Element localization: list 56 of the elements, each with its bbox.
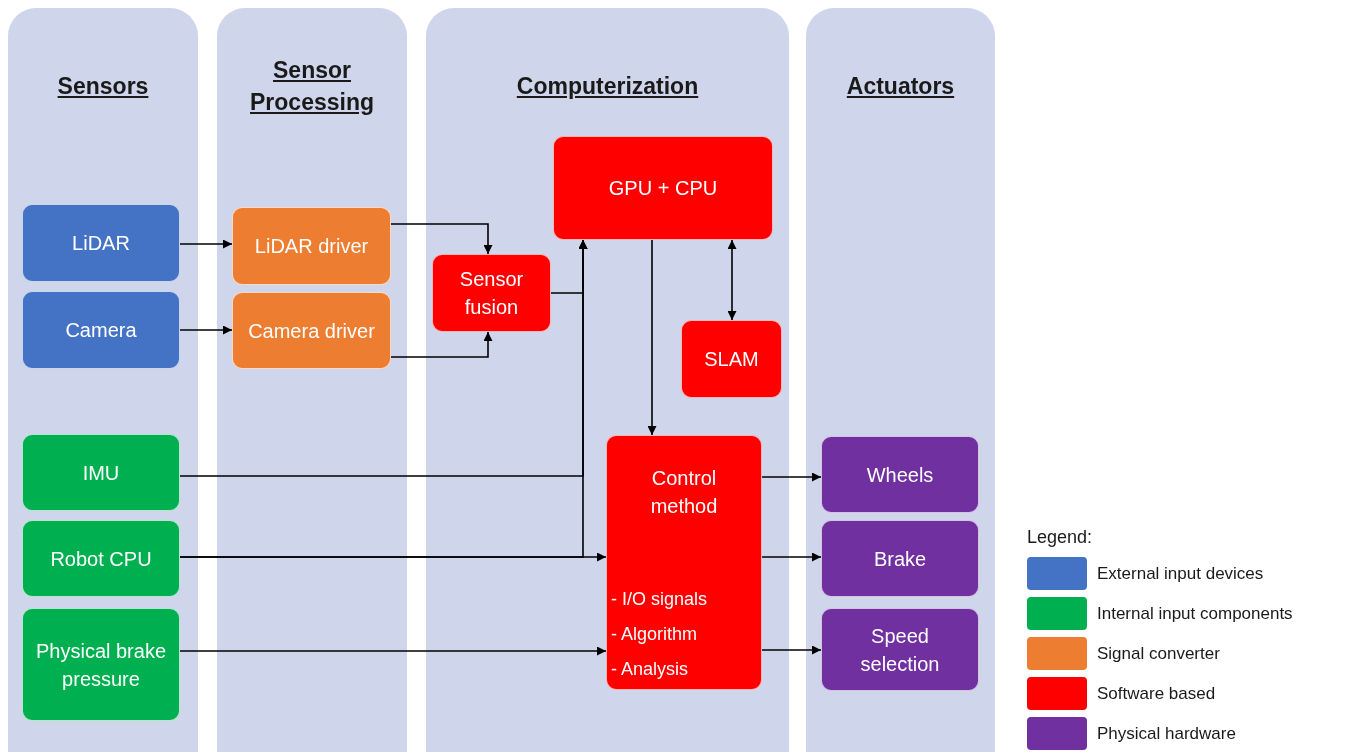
box-label: SLAM [704, 347, 759, 372]
list-item: - Algorithm [611, 623, 699, 646]
arrow [761, 552, 822, 562]
arrow [390, 223, 493, 255]
column-band [8, 8, 198, 752]
box-label: Sensor fusion [458, 267, 525, 320]
column-heading: Sensor Processing [249, 56, 375, 117]
legend-title: Legend: [1027, 526, 1093, 549]
box-label: Wheels [866, 462, 934, 488]
box-label: Brake [873, 546, 927, 572]
process-box [22, 608, 180, 721]
process-box [22, 204, 180, 282]
box-label: GPU + CPU [608, 176, 718, 201]
list-item: - I/O signals [611, 588, 709, 611]
process-box [553, 136, 773, 240]
box-label: Speed selection [859, 623, 941, 677]
box-label: Physical brake pressure [35, 638, 167, 692]
arrow [179, 239, 233, 249]
box-label: Camera [65, 318, 137, 343]
arrow [761, 472, 822, 482]
arrow [727, 239, 737, 321]
arrow [179, 325, 233, 335]
arrow [761, 645, 822, 655]
legend-label: Internal input components [1097, 602, 1293, 625]
arrow [390, 331, 493, 358]
arrow [179, 552, 607, 562]
column-band [217, 8, 407, 752]
box-label: LiDAR driver [254, 234, 369, 259]
box-label: LiDAR [72, 231, 130, 256]
box-label: Control method [649, 466, 719, 519]
process-box [606, 435, 762, 690]
column-heading: Sensors [57, 72, 149, 101]
arrow [647, 239, 657, 436]
process-box [821, 436, 979, 513]
process-box [22, 291, 180, 369]
box-label: Camera driver [248, 318, 375, 344]
process-box [681, 320, 782, 398]
process-box [232, 207, 391, 285]
process-box [22, 434, 180, 511]
box-label: Robot CPU [50, 546, 152, 572]
list-item: - Analysis [611, 658, 690, 681]
column-band [806, 8, 995, 752]
legend-label: Signal converter [1097, 642, 1220, 665]
legend-label: Software based [1097, 682, 1216, 705]
arrow [179, 646, 607, 656]
box-label: IMU [82, 460, 120, 486]
column-heading: Computerization [516, 72, 699, 101]
column-band [426, 8, 789, 752]
process-box [821, 608, 979, 691]
legend-label: External input devices [1097, 562, 1264, 585]
process-box [232, 292, 391, 369]
column-heading: Actuators [846, 72, 955, 101]
legend-label: Physical hardware [1097, 722, 1236, 745]
process-box [22, 520, 180, 597]
process-box [432, 254, 551, 332]
process-box [821, 520, 979, 597]
